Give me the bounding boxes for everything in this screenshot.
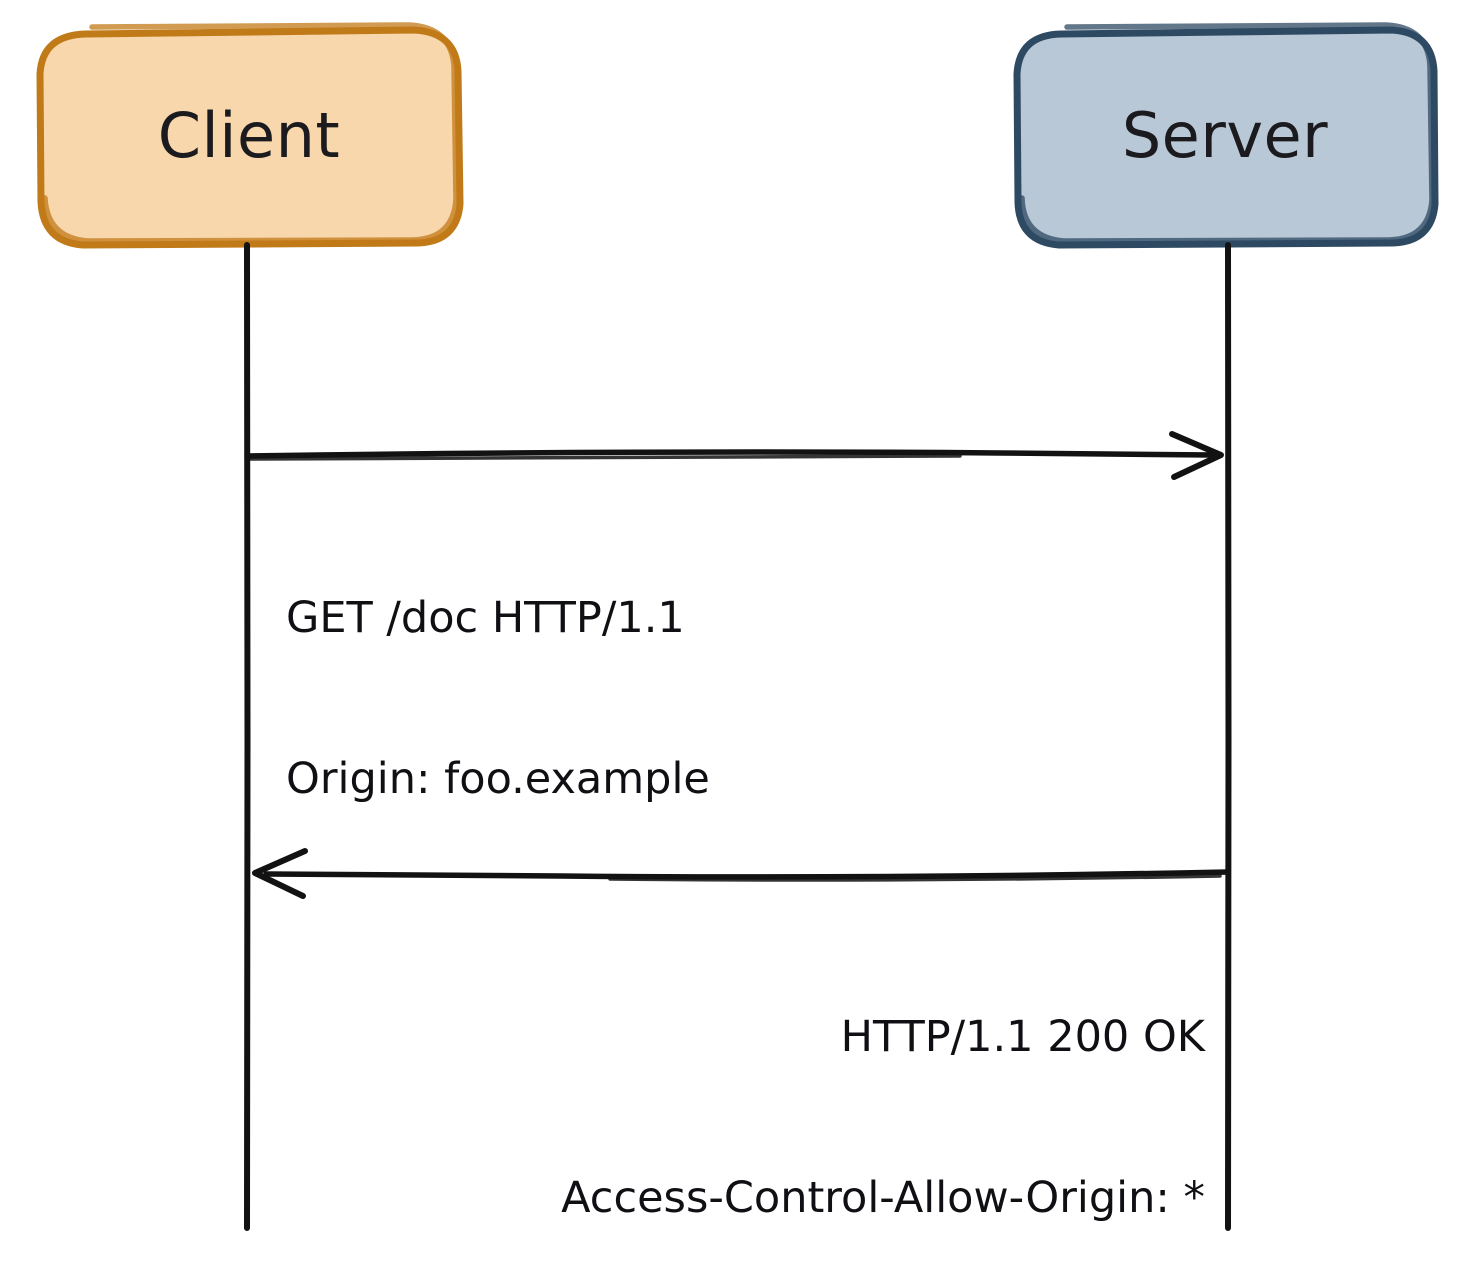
message-arrow-request[interactable] xyxy=(244,431,1224,480)
message-response-line-2: Access-Control-Allow-Origin: * xyxy=(561,1172,1205,1223)
server-box-shape[interactable] xyxy=(1013,22,1439,249)
participant-server[interactable]: Server xyxy=(1015,27,1435,245)
participant-client[interactable]: Client xyxy=(38,27,460,245)
participant-server-label: Server xyxy=(1121,99,1329,172)
message-arrow-response[interactable] xyxy=(252,848,1231,899)
participant-client-label: Client xyxy=(157,99,341,172)
client-lifeline xyxy=(244,242,251,1231)
message-request-label: GET /doc HTTP/1.1 Origin: foo.example xyxy=(286,484,710,914)
message-response-line-1: HTTP/1.1 200 OK xyxy=(840,1011,1205,1062)
message-response-label: HTTP/1.1 200 OK Access-Control-Allow-Ori… xyxy=(405,903,1205,1264)
message-request-line-2: Origin: foo.example xyxy=(286,753,710,804)
server-lifeline xyxy=(1225,242,1232,1231)
client-box-shape[interactable] xyxy=(36,22,464,249)
message-request-line-1: GET /doc HTTP/1.1 xyxy=(286,592,685,643)
